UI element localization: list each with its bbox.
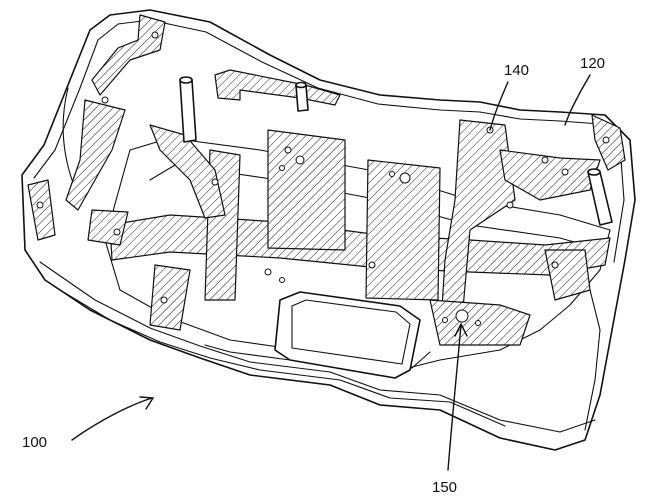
label-140: 140 <box>504 62 529 79</box>
label-120: 120 <box>580 55 605 72</box>
label-100: 100 <box>22 434 47 451</box>
post-top <box>296 83 308 112</box>
leader-100 <box>72 398 152 440</box>
via-150 <box>456 310 468 322</box>
label-150: 150 <box>432 479 457 496</box>
circuit-strip-1 <box>268 130 345 250</box>
ref-100-group: 100 <box>22 397 153 451</box>
